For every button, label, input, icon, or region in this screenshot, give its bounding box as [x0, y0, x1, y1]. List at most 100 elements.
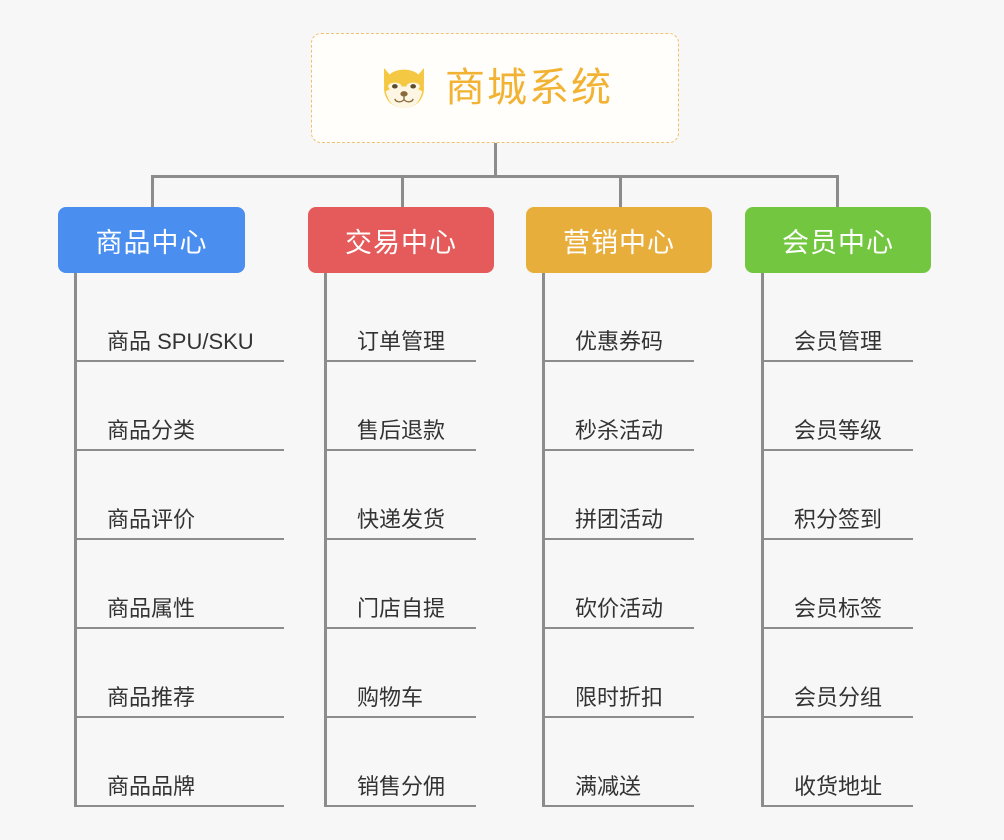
leaf-underline-connector: [761, 360, 913, 362]
category-bus-connector: [151, 175, 839, 178]
category-label: 会员中心: [782, 227, 894, 258]
category-column: 营销中心优惠券码秒杀活动拼团活动砍价活动限时折扣满减送: [526, 207, 712, 807]
category-label: 交易中心: [345, 227, 457, 258]
leaf-underline-connector: [542, 360, 694, 362]
leaf-label: 商品推荐: [107, 685, 196, 710]
category-column: 交易中心订单管理售后退款快递发货门店自提购物车销售分佣: [308, 207, 494, 807]
leaf-underline-connector: [324, 805, 476, 807]
leaf-node[interactable]: 会员分组: [761, 629, 913, 718]
leaf-node[interactable]: 满减送: [542, 718, 694, 807]
leaf-underline-connector: [761, 538, 913, 540]
drop-connector-4: [836, 175, 839, 209]
leaf-label: 会员管理: [794, 329, 883, 354]
leaf-label: 收货地址: [794, 774, 883, 799]
category-spine-connector: [324, 273, 327, 807]
leaf-label: 商品评价: [107, 507, 196, 532]
drop-connector-1: [151, 175, 154, 209]
leaf-underline-connector: [74, 538, 284, 540]
leaf-node[interactable]: 商品 SPU/SKU: [74, 273, 284, 362]
leaf-node[interactable]: 会员标签: [761, 540, 913, 629]
leaf-node[interactable]: 商品评价: [74, 451, 284, 540]
category-spine-connector: [74, 273, 77, 807]
leaf-label: 商品品牌: [107, 774, 196, 799]
leaf-label: 会员分组: [794, 685, 883, 710]
leaf-underline-connector: [542, 449, 694, 451]
leaf-label: 快递发货: [357, 507, 446, 532]
leaf-list: 订单管理售后退款快递发货门店自提购物车销售分佣: [324, 273, 476, 807]
leaf-node[interactable]: 快递发货: [324, 451, 476, 540]
leaf-node[interactable]: 会员等级: [761, 362, 913, 451]
category-label: 商品中心: [95, 227, 208, 258]
leaf-label: 门店自提: [357, 596, 446, 621]
leaf-node[interactable]: 订单管理: [324, 273, 476, 362]
category-box[interactable]: 商品中心: [58, 207, 245, 273]
leaf-label: 限时折扣: [575, 685, 664, 710]
root-trunk-connector: [494, 143, 497, 176]
leaf-label: 销售分佣: [357, 774, 446, 799]
category-label: 营销中心: [563, 227, 675, 258]
leaf-label: 商品 SPU/SKU: [107, 329, 254, 354]
leaf-node[interactable]: 限时折扣: [542, 629, 694, 718]
leaf-label: 满减送: [575, 774, 642, 799]
leaf-node[interactable]: 门店自提: [324, 540, 476, 629]
leaf-list: 商品 SPU/SKU 商品分类商品评价商品属性商品推荐商品品牌: [74, 273, 284, 807]
leaf-label: 会员等级: [794, 418, 883, 443]
leaf-node[interactable]: 售后退款: [324, 362, 476, 451]
shiba-dog-face-icon: [384, 68, 424, 108]
leaf-node[interactable]: 拼团活动: [542, 451, 694, 540]
leaf-underline-connector: [542, 805, 694, 807]
leaf-label: 砍价活动: [575, 596, 664, 621]
leaf-underline-connector: [324, 538, 476, 540]
leaf-label: 会员标签: [794, 596, 883, 621]
leaf-underline-connector: [74, 805, 284, 807]
leaf-node[interactable]: 商品分类: [74, 362, 284, 451]
leaf-node[interactable]: 商品品牌: [74, 718, 284, 807]
root-title: 商城系统: [445, 66, 613, 110]
leaf-underline-connector: [74, 716, 284, 718]
leaf-underline-connector: [74, 360, 284, 362]
leaf-list: 会员管理会员等级积分签到会员标签会员分组收货地址: [761, 273, 913, 807]
drop-connector-2: [401, 175, 404, 209]
leaf-node[interactable]: 商品属性: [74, 540, 284, 629]
leaf-underline-connector: [542, 627, 694, 629]
leaf-label: 商品属性: [107, 596, 196, 621]
category-column: 会员中心会员管理会员等级积分签到会员标签会员分组收货地址: [745, 207, 931, 807]
root-node[interactable]: 商城系统: [311, 33, 679, 143]
leaf-underline-connector: [324, 716, 476, 718]
category-box[interactable]: 交易中心: [308, 207, 494, 273]
leaf-node[interactable]: 积分签到: [761, 451, 913, 540]
leaf-underline-connector: [542, 716, 694, 718]
category-box[interactable]: 营销中心: [526, 207, 712, 273]
leaf-underline-connector: [324, 627, 476, 629]
category-spine-connector: [542, 273, 545, 807]
leaf-underline-connector: [761, 449, 913, 451]
leaf-label: 优惠券码: [575, 329, 664, 354]
leaf-underline-connector: [761, 716, 913, 718]
leaf-label: 积分签到: [794, 507, 883, 532]
leaf-node[interactable]: 购物车: [324, 629, 476, 718]
leaf-underline-connector: [74, 449, 284, 451]
drop-connector-3: [619, 175, 622, 209]
leaf-label: 秒杀活动: [575, 418, 664, 443]
leaf-node[interactable]: 砍价活动: [542, 540, 694, 629]
leaf-label: 订单管理: [357, 329, 446, 354]
leaf-underline-connector: [74, 627, 284, 629]
leaf-label: 购物车: [357, 685, 424, 710]
leaf-label: 售后退款: [357, 418, 446, 443]
leaf-node[interactable]: 优惠券码: [542, 273, 694, 362]
leaf-node[interactable]: 秒杀活动: [542, 362, 694, 451]
leaf-underline-connector: [324, 449, 476, 451]
leaf-underline-connector: [761, 805, 913, 807]
leaf-underline-connector: [324, 360, 476, 362]
category-column: 商品中心商品 SPU/SKU 商品分类商品评价商品属性商品推荐商品品牌: [58, 207, 284, 807]
leaf-node[interactable]: 商品推荐: [74, 629, 284, 718]
category-box[interactable]: 会员中心: [745, 207, 931, 273]
leaf-node[interactable]: 收货地址: [761, 718, 913, 807]
leaf-node[interactable]: 会员管理: [761, 273, 913, 362]
leaf-node[interactable]: 销售分佣: [324, 718, 476, 807]
leaf-underline-connector: [542, 538, 694, 540]
leaf-label: 商品分类: [107, 418, 196, 443]
category-spine-connector: [761, 273, 764, 807]
leaf-label: 拼团活动: [575, 507, 664, 532]
